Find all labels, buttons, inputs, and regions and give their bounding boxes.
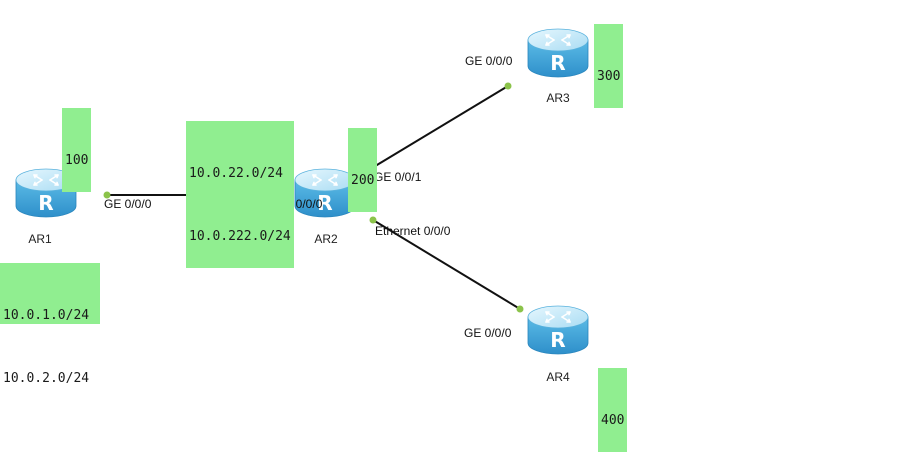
note-networks-ar1[interactable]: 10.0.1.0/24 10.0.2.0/24 (0, 263, 100, 386)
router-name-ar1: AR1 (28, 232, 52, 246)
note-as-ar3[interactable]: 300 (594, 24, 624, 108)
port-dot (103, 191, 111, 199)
router-ar2[interactable]: R (294, 168, 356, 218)
port-dot (516, 305, 524, 313)
router-name-ar4: AR4 (546, 370, 570, 384)
note-as-ar1[interactable]: 100 (62, 108, 92, 192)
note-text: 100 (65, 153, 89, 168)
router-glyph: R (550, 51, 565, 75)
router-ar3[interactable]: R (527, 28, 589, 78)
router-name-ar3: AR3 (546, 91, 570, 105)
note-as-ar2[interactable]: 200 (348, 128, 378, 212)
link-ar2-ar4[interactable] (372, 219, 521, 310)
note-text: 200 (351, 173, 375, 188)
link-ar2-ar3[interactable] (366, 85, 509, 172)
router-glyph: R (38, 191, 53, 215)
note-text: 10.0.1.0/24 (3, 308, 90, 323)
router-glyph: R (550, 328, 565, 352)
note-text: 300 (597, 69, 621, 84)
note-networks-ar2[interactable]: 10.0.22.0/24 10.0.222.0/24 (186, 121, 294, 268)
router-ar4[interactable]: R (527, 305, 589, 355)
port-label-ar4-ge000: GE 0/0/0 (464, 326, 512, 340)
router-ar1[interactable]: R (15, 168, 77, 218)
note-text: 10.0.2.0/24 (3, 371, 97, 386)
port-label-ar2-ge001: GE 0/0/1 (374, 170, 422, 184)
port-dot (504, 82, 512, 90)
port-label-ar1-ge000: GE 0/0/0 (104, 197, 152, 211)
router-glyph: R (317, 191, 332, 215)
router-name-ar2: AR2 (314, 232, 338, 246)
note-text: 10.0.222.0/24 (189, 229, 291, 244)
port-dot (369, 216, 377, 224)
note-as-ar4[interactable]: 400 (598, 368, 628, 452)
port-label-ar3-ge000: GE 0/0/0 (465, 54, 513, 68)
note-text: 10.0.22.0/24 (189, 166, 283, 181)
note-text: 400 (601, 413, 625, 428)
port-label-ar2-eth000: Ethernet 0/0/0 (375, 224, 451, 238)
